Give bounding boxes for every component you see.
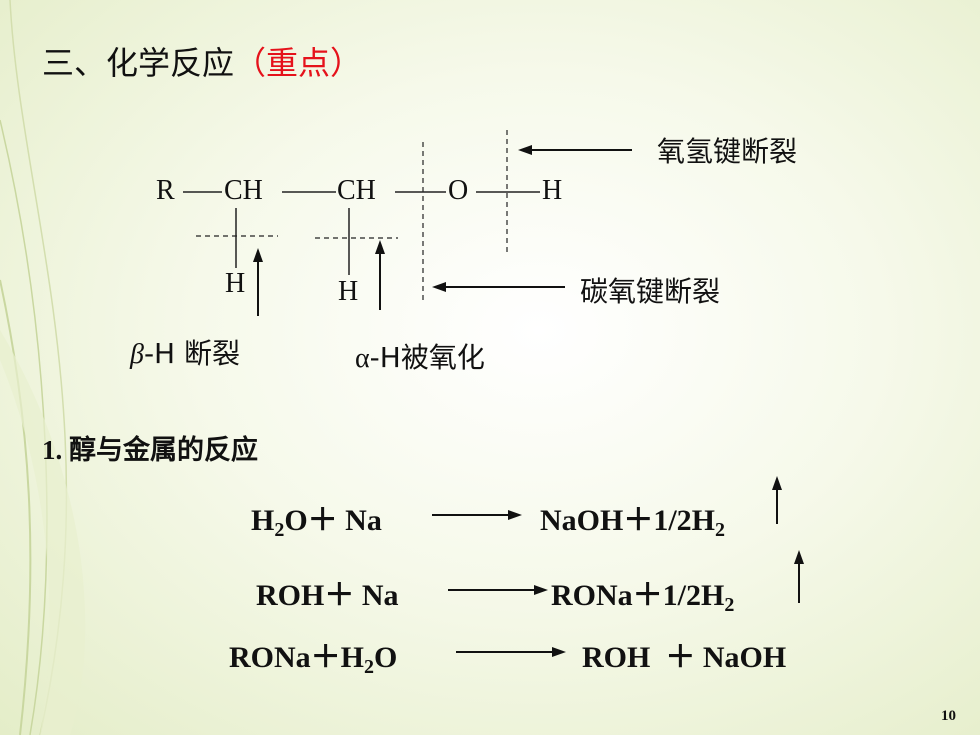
eq1-l2: O＋ Na: [284, 504, 382, 537]
arrow-co-head: [432, 282, 446, 292]
atom-ch-beta: CH: [224, 175, 263, 206]
eq2-right: RONa＋1/2H2: [551, 570, 735, 616]
page-number: 10: [941, 708, 956, 724]
section-number: 1.: [42, 435, 63, 465]
label-beta-h: β-H 断裂: [130, 332, 240, 372]
eq1-right: NaOH＋1/2H2: [540, 495, 726, 541]
eq3-l1: 2: [364, 656, 374, 678]
atom-ch-alpha: CH: [337, 175, 376, 206]
arrow-oh-head: [518, 145, 532, 155]
title-highlight: （重点）: [234, 44, 363, 82]
atom-h-alpha: H: [338, 276, 359, 307]
eq3-l0: RONa＋H: [229, 641, 364, 674]
atom-h-beta: H: [225, 268, 246, 299]
eq2-left: ROH＋ Na: [256, 570, 399, 614]
label-co-cleavage: 碳氧键断裂: [580, 275, 721, 308]
eq1-l1: 2: [274, 519, 285, 541]
title-text: 三、化学反应: [42, 44, 235, 82]
atom-r: R: [156, 175, 175, 206]
eq3-l2: O: [374, 641, 398, 674]
eq2-l0: ROH＋ Na: [256, 579, 399, 612]
eq1-arrow-head: [508, 510, 522, 520]
beta-text: -H 断裂: [143, 337, 241, 370]
section-title: 醇与金属的反应: [69, 435, 258, 466]
atom-o: O: [448, 175, 469, 206]
atom-h-hydroxyl: H: [542, 175, 563, 206]
eq3-r0: ROH ＋ NaOH: [582, 641, 787, 674]
arrow-beta-head: [253, 248, 263, 262]
alpha-symbol: α: [355, 343, 370, 374]
eq2-r1: 2: [724, 594, 735, 616]
alpha-text: -H被氧化: [369, 341, 485, 374]
page-title: 三、化学反应（重点）: [42, 38, 362, 84]
eq1-left: H2O＋ Na: [251, 495, 382, 541]
eq1-r0: NaOH＋1/2H: [540, 504, 716, 537]
eq2-r0: RONa＋1/2H: [551, 579, 725, 612]
label-oh-cleavage: 氧氢键断裂: [657, 135, 798, 168]
gas-arrow-1-head: [772, 476, 782, 490]
eq1-l0: H: [251, 504, 275, 537]
arrow-alpha-head: [375, 240, 385, 254]
eq2-arrow-head: [534, 585, 548, 595]
section-heading: 1. 醇与金属的反应: [42, 428, 258, 467]
label-alpha-h: α-H被氧化: [355, 336, 485, 376]
eq3-right: ROH ＋ NaOH: [582, 632, 786, 676]
eq1-r1: 2: [715, 519, 726, 541]
gas-arrow-2-head: [794, 550, 804, 564]
beta-symbol: β: [130, 339, 144, 370]
eq3-left: RONa＋H2O: [229, 632, 398, 678]
eq3-arrow-head: [552, 647, 566, 657]
